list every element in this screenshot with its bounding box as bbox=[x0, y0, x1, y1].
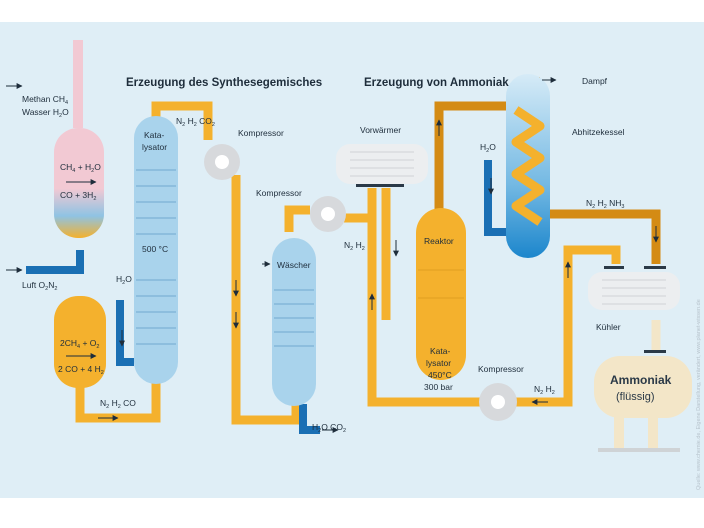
label-compressor-1: Kompressor bbox=[238, 128, 284, 138]
label-reformer-top-1: CH4 + H2O bbox=[60, 162, 101, 174]
label-reactor-pressure: 300 bar bbox=[424, 382, 453, 392]
compressor-1 bbox=[204, 144, 240, 180]
label-preheater: Vorwärmer bbox=[360, 125, 401, 135]
pipe-water-boiler bbox=[484, 160, 506, 236]
pipe-recycle-top bbox=[516, 245, 621, 407]
label-reactor-temp: 450°C bbox=[428, 370, 452, 380]
pipe-water-catalyst bbox=[116, 300, 134, 366]
label-methane: Methan CH4 bbox=[22, 94, 68, 106]
pipe-air-feed bbox=[26, 250, 84, 274]
label-water: Wasser H2O bbox=[22, 107, 69, 119]
label-air: Luft O2N2 bbox=[22, 280, 57, 292]
compressor-3 bbox=[479, 383, 517, 421]
credit-text: Quelle: www.chemie.de, Eigene Darstellun… bbox=[696, 299, 702, 490]
secondary-reformer bbox=[54, 296, 106, 388]
pipe-comp1-to-scrubber bbox=[231, 175, 301, 425]
compressor-2 bbox=[310, 196, 346, 232]
label-reactor: Reaktor bbox=[424, 236, 454, 246]
label-gas-n2h2nh3: N2 H2 NH3 bbox=[586, 198, 624, 210]
label-reformer-top-2: CO + 3H2 bbox=[60, 190, 96, 202]
heading-synthesis: Erzeugung des Synthesegemisches bbox=[126, 77, 322, 89]
label-steam: Dampf bbox=[582, 76, 608, 86]
preheater bbox=[336, 144, 428, 187]
heading-ammonia: Erzeugung von Ammoniak bbox=[364, 77, 509, 89]
catalyst-column bbox=[134, 116, 178, 384]
primary-reformer bbox=[54, 128, 104, 238]
pipe-scrubber-waste bbox=[299, 404, 320, 434]
label-water-catalyst: H2O bbox=[116, 274, 132, 286]
label-gas-n2h2co2: N2 H2 CO2 bbox=[176, 116, 215, 128]
label-reactor-catalyst-2: lysator bbox=[426, 358, 451, 368]
label-compressor-3: Kompressor bbox=[478, 364, 524, 374]
label-reactor-catalyst-1: Kata- bbox=[430, 346, 450, 356]
ammonia-tank bbox=[594, 356, 692, 452]
background-panel bbox=[0, 22, 704, 498]
pipe-comp2-to-scrubber bbox=[284, 205, 310, 232]
label-reformer-bottom-1: 2CH4 + O2 bbox=[60, 338, 99, 350]
label-gas-n2h2-return: N2 H2 bbox=[534, 384, 555, 396]
label-ammonia: Ammoniak bbox=[610, 373, 672, 387]
label-scrubber-out: H2O CO2 bbox=[312, 422, 346, 434]
label-temp-500: 500 °C bbox=[142, 244, 168, 254]
label-gas-n2h2co: N2 H2 CO bbox=[100, 398, 136, 410]
label-liquid: (flüssig) bbox=[616, 391, 655, 403]
waste-heat-boiler bbox=[506, 74, 550, 258]
label-scrubber: Wäscher bbox=[277, 260, 311, 270]
cooler bbox=[588, 266, 680, 353]
label-catalyst-2: lysator bbox=[142, 142, 167, 152]
reactor bbox=[416, 208, 466, 380]
label-water-boiler: H2O bbox=[480, 142, 496, 154]
pipe-recycle-bottom bbox=[367, 200, 480, 407]
pipe-cat-to-comp1 bbox=[151, 101, 213, 140]
label-compressor-2: Kompressor bbox=[256, 188, 302, 198]
label-catalyst-1: Kata- bbox=[144, 130, 164, 140]
label-cooler: Kühler bbox=[596, 322, 621, 332]
label-reformer-bottom-2: 2 CO + 4 H2 bbox=[58, 364, 104, 376]
pipe-boiler-to-cooler bbox=[540, 209, 661, 264]
label-boiler: Abhitzekessel bbox=[572, 127, 625, 137]
scrubber-column bbox=[272, 238, 316, 406]
label-gas-n2h2-scrubber: N2 H2 bbox=[344, 240, 365, 252]
flow-arrows bbox=[6, 77, 659, 433]
